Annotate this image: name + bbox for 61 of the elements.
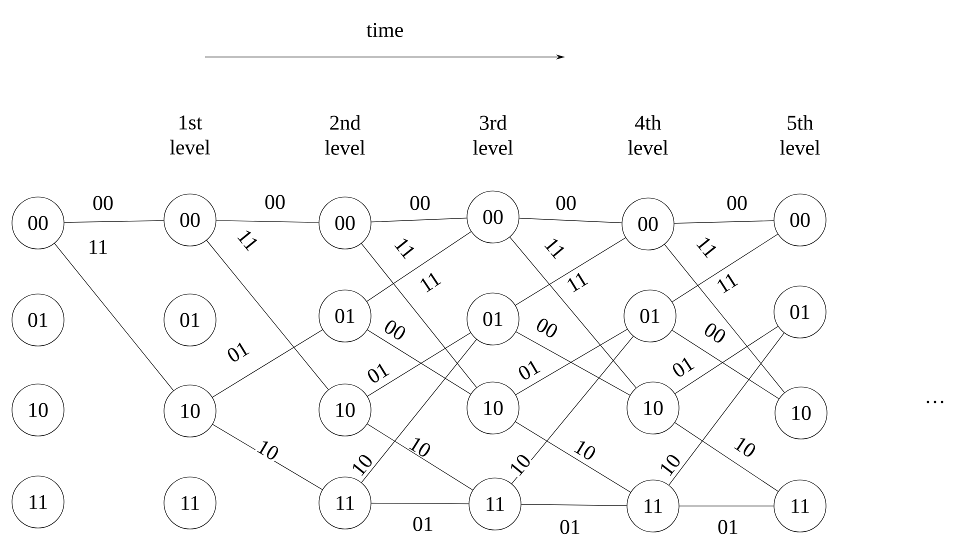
level-label: 1st level — [170, 115, 210, 155]
edge-label: 11 — [714, 271, 740, 295]
level-label: 3rd level — [473, 115, 513, 155]
edge-line — [361, 339, 477, 483]
edge-label: 10 — [732, 434, 758, 460]
edge-label: 10 — [349, 452, 375, 478]
edge-label: 00 — [726, 195, 748, 211]
edge-label: 00 — [555, 195, 577, 211]
edge-line — [518, 218, 622, 224]
edge-line — [664, 244, 785, 393]
edge-label: 01 — [516, 358, 542, 382]
edge-label: 10 — [572, 438, 598, 462]
edge-label: 11 — [87, 240, 109, 254]
level-label: time — [366, 22, 403, 38]
edge-line — [216, 220, 319, 223]
edge-line — [370, 218, 468, 222]
edge-label: 00 — [92, 195, 114, 211]
edge-label: 11 — [694, 234, 720, 260]
edge-label: 10 — [657, 452, 683, 478]
edge-label: 01 — [364, 360, 392, 386]
edge-line — [361, 243, 477, 388]
edge-line — [674, 422, 778, 492]
edge-line — [206, 240, 329, 390]
edge-line — [64, 220, 164, 223]
edge-line — [674, 220, 774, 224]
edge-line — [672, 234, 778, 302]
edge-line — [212, 329, 323, 398]
level-label: 5th level — [780, 115, 820, 155]
edge-label: 01 — [717, 519, 740, 535]
edge-line — [515, 421, 631, 493]
edge-line — [515, 237, 626, 306]
edge-line — [674, 326, 778, 394]
edge-label: 11 — [392, 235, 418, 261]
edge-label: 10 — [254, 438, 282, 462]
edge-label: 00 — [382, 318, 408, 342]
level-label: 4th level — [628, 115, 668, 155]
edge-line — [672, 330, 780, 400]
edge-label: 01 — [670, 354, 696, 380]
edge-line — [510, 236, 636, 388]
edge-label: 11 — [417, 270, 443, 294]
edge-label: 11 — [564, 270, 590, 294]
edge-label: 00 — [409, 195, 431, 211]
edge-label: 01 — [559, 519, 581, 535]
edge-line — [367, 424, 474, 490]
edge-line — [371, 502, 469, 504]
edge-label: 01 — [412, 516, 434, 532]
edge-label: 01 — [224, 340, 252, 364]
edge-line — [521, 504, 628, 506]
edge-line — [668, 332, 784, 486]
level-label: 2nd level — [325, 115, 365, 155]
edge-label: 10 — [406, 434, 434, 460]
edge-line — [511, 336, 634, 484]
edge-label: 10 — [507, 452, 533, 478]
edge-label: 11 — [542, 235, 568, 261]
level-label: … — [926, 400, 944, 404]
edge-label: 00 — [264, 194, 286, 210]
edge-label: 00 — [702, 320, 728, 346]
edge-line — [366, 231, 472, 302]
edge-label: 11 — [236, 227, 260, 253]
edge-line — [54, 243, 174, 391]
edge-label: 00 — [534, 316, 560, 340]
